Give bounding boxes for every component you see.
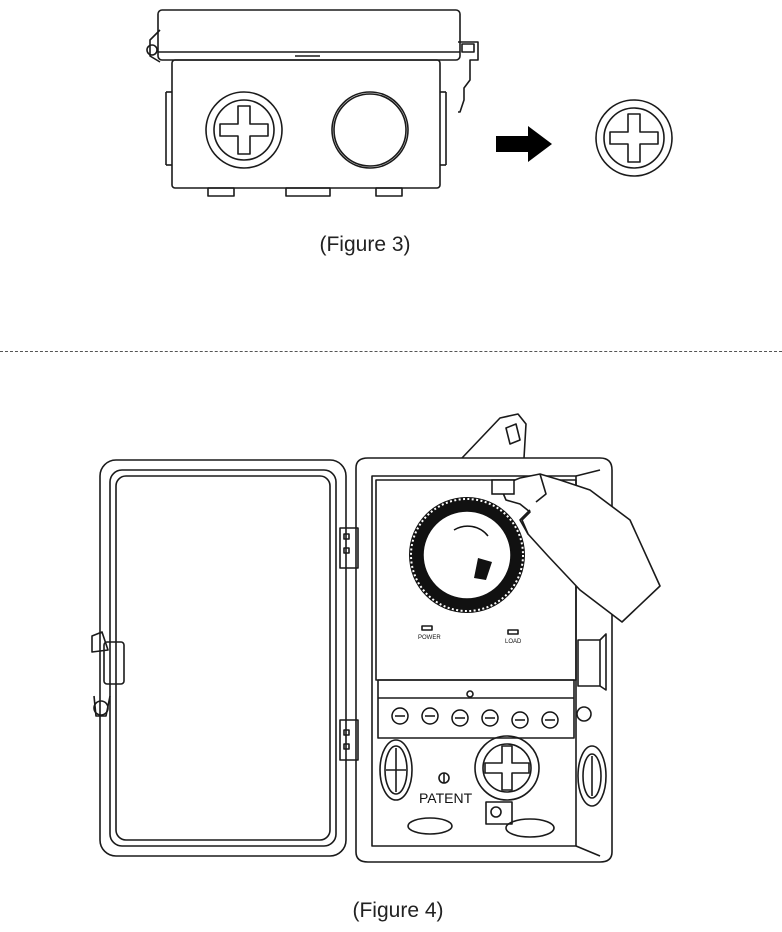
timer-dial <box>409 479 525 613</box>
load-led-icon <box>507 629 519 635</box>
knockout-plug-removed <box>595 99 673 177</box>
figure-4-illustration: POWER LOAD PATENT <box>91 413 661 863</box>
power-led-icon <box>421 625 433 631</box>
latch-right <box>458 41 479 113</box>
hinge-tab-left <box>146 29 161 63</box>
power-led-label: POWER <box>418 635 441 641</box>
enclosure-body <box>165 59 447 197</box>
ground-lug <box>485 801 513 825</box>
figure-3-illustration <box>146 9 673 197</box>
terminal-block <box>377 679 575 739</box>
figure-4-caption: (Figure 4) <box>352 899 444 922</box>
hand-illustration <box>499 473 661 623</box>
knockout-plug-installed <box>205 91 283 169</box>
terminal-screws <box>391 707 559 729</box>
enclosure-body <box>355 413 613 863</box>
door-hinges <box>339 527 359 761</box>
load-led-label: LOAD <box>505 639 522 645</box>
arrow-right-icon <box>496 126 552 162</box>
knockout-bottom-center <box>474 735 540 801</box>
section-divider <box>0 351 782 352</box>
patent-label: PATENT <box>419 790 473 806</box>
knockout-left <box>379 739 413 801</box>
knockout-hole-open <box>331 91 409 169</box>
figure-3-caption: (Figure 3) <box>319 233 411 256</box>
knockout-right-side <box>577 745 607 807</box>
enclosure-door-open <box>91 459 347 857</box>
